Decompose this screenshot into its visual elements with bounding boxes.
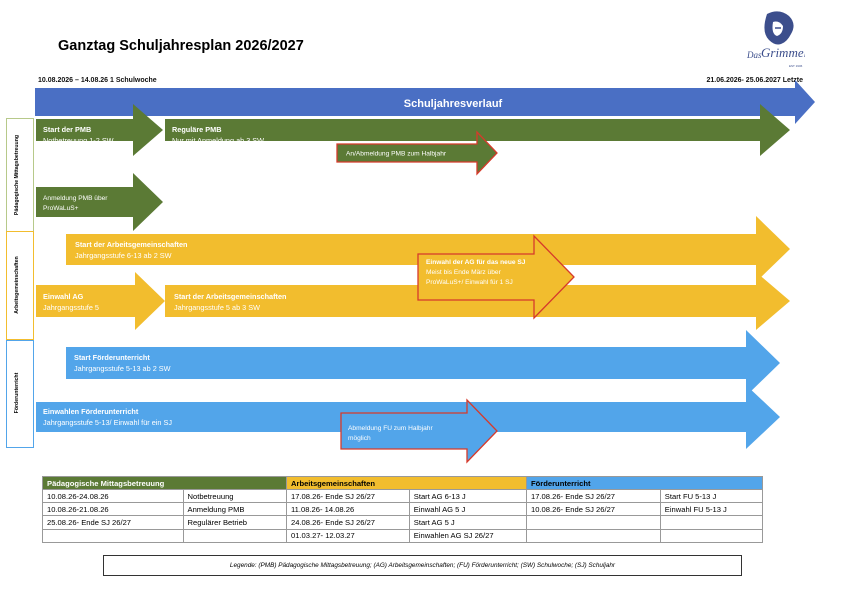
table-cell: Start AG 5 J: [408, 515, 528, 530]
ag-einwahl-title: Einwahl AG: [43, 292, 84, 301]
svg-text:EST 1906: EST 1906: [789, 64, 803, 68]
page-title: Ganztag Schuljahresplan 2026/2027: [58, 38, 304, 54]
fu-abmeldung-line1: Abmeldung FU zum Halbjahr: [348, 425, 433, 432]
ag-start-5-sub: Jahrgangsstufe 5 ab 3 SW: [174, 303, 260, 312]
table-cell: [659, 515, 764, 530]
table-cell: 24.08.26- Ende SJ 26/27: [286, 515, 410, 530]
ag-new-year-line2: Meist bis Ende März über: [426, 269, 501, 276]
table-cell: [182, 528, 287, 543]
table-cell: [659, 528, 764, 543]
svg-text:Das: Das: [746, 50, 762, 60]
ag-side-box: [6, 231, 34, 340]
table-cell: [526, 515, 661, 530]
table-row: 01.03.27- 12.03.27 Einwahlen AG SJ 26/27: [42, 528, 764, 543]
fu-start-sub: Jahrgangsstufe 5-13 ab 2 SW: [74, 364, 171, 373]
svg-text:Grimmels: Grimmels: [761, 45, 805, 60]
ag-new-year-arrow: [417, 234, 575, 320]
header-fu: Förderunterricht: [526, 476, 763, 490]
ag-start-6-title: Start der Arbeitsgemeinschaften: [75, 240, 188, 249]
pmb-side-box: [6, 118, 34, 232]
table-cell: Start AG 6-13 J: [408, 488, 528, 504]
fu-abmeldung-line2: möglich: [348, 435, 371, 442]
table-cell: Notbetreuung: [182, 488, 287, 504]
ag-new-year-line1: Einwahl der AG für das neue SJ: [426, 259, 526, 266]
pmb-side-label: Pädagogische Mittagsbetreuung: [14, 134, 20, 216]
table-row: 10.08.26-21.08.26 Anmeldung PMB 11.08.26…: [42, 502, 764, 517]
pmb-regular-title: Reguläre PMB: [172, 125, 222, 134]
ag-start-6-sub: Jahrgangsstufe 6-13 ab 2 SW: [75, 251, 172, 260]
table-cell: 10.08.26-21.08.26: [42, 502, 184, 517]
legend: Legende: (PMB) Pädagogische Mittagsbetre…: [103, 555, 742, 576]
ag-start-5-title: Start der Arbeitsgemeinschaften: [174, 292, 287, 301]
fu-side-label: Förderunterricht: [14, 372, 20, 414]
table-cell: 11.08.26- 14.08.26: [286, 502, 410, 517]
end-date-label: 21.06.2026- 25.06.2027 Letzte: [706, 77, 803, 84]
table-cell: 17.08.26- Ende SJ 26/27: [526, 488, 661, 504]
table-row: 10.08.26-24.08.26 Notbetreuung 17.08.26-…: [42, 488, 764, 504]
pmb-halbjahr-arrow: An/Abmeldung PMB zum Halbjahr: [336, 130, 498, 176]
start-date-label: 10.08.2026 – 14.08.26 1 Schulwoche: [38, 77, 157, 84]
table-header-row: Pädagogische Mittagsbetreuung Arbeitsgem…: [42, 476, 763, 490]
school-year-arrow: Schuljahresverlauf: [35, 80, 815, 124]
ag-einwahl-sub: Jahrgangsstufe 5: [43, 303, 99, 312]
fu-einwahl-title: Einwahlen Förderunterricht: [43, 407, 139, 416]
table-cell: Einwahl AG 5 J: [408, 502, 528, 517]
schedule-table: Pädagogische Mittagsbetreuung Arbeitsgem…: [42, 476, 764, 543]
table-cell: 01.03.27- 12.03.27: [286, 528, 410, 543]
ag-start-6-arrow: [66, 216, 790, 282]
ag-new-year-line3: ProWaLuS+/ Einwahl für 1 SJ: [426, 279, 513, 286]
table-cell: 10.08.26- Ende SJ 26/27: [526, 502, 661, 517]
fu-side-box: [6, 340, 34, 448]
fu-start-title: Start Förderunterricht: [74, 353, 150, 362]
header-ag: Arbeitsgemeinschaften: [286, 476, 527, 490]
table-cell: [526, 528, 661, 543]
table-cell: 10.08.26-24.08.26: [42, 488, 184, 504]
ag-einwahl-arrow: [36, 272, 165, 330]
grimmels-logo: Das Grimmels EST 1906: [746, 11, 805, 68]
pmb-regular-arrow: [165, 104, 790, 156]
pmb-anmeldung-arrow: [36, 173, 163, 231]
table-cell: Einwahlen AG SJ 26/27: [408, 528, 528, 543]
table-row: 25.08.26- Ende SJ 26/27 Regulärer Betrie…: [42, 515, 764, 530]
header-pmb: Pädagogische Mittagsbetreuung: [42, 476, 287, 490]
pmb-start-sub: Notbetreuung 1-2 SW: [43, 136, 114, 145]
pmb-start-title: Start der PMB: [43, 125, 92, 134]
pmb-halbjahr-label: An/Abmeldung PMB zum Halbjahr: [346, 151, 447, 158]
table-cell: Start FU 5-13 J: [659, 488, 764, 504]
ag-side-label: Arbeitsgemeinschaften: [14, 256, 20, 314]
table-cell: Einwahl FU 5-13 J: [659, 502, 764, 517]
table-cell: [42, 528, 184, 543]
pmb-start-arrow: [36, 104, 163, 156]
pmb-regular-sub: Nur mit Anmeldung ab 3 SW: [172, 136, 265, 145]
fu-start-arrow: [66, 330, 780, 396]
school-year-label: Schuljahresverlauf: [404, 98, 503, 110]
table-cell: 25.08.26- Ende SJ 26/27: [42, 515, 184, 530]
pmb-anmeldung-line1: Anmeldung PMB über: [43, 195, 108, 202]
table-cell: 17.08.26- Ende SJ 26/27: [286, 488, 410, 504]
ag-start-5-arrow: [165, 272, 790, 330]
fu-einwahl-sub: Jahrgangsstufe 5-13/ Einwahl für ein SJ: [43, 418, 172, 427]
table-cell: Anmeldung PMB: [182, 502, 287, 517]
table-cell: Regulärer Betrieb: [182, 515, 287, 530]
fu-abmeldung-arrow: [340, 398, 498, 464]
pmb-anmeldung-line2: ProWaLuS+: [43, 205, 79, 212]
